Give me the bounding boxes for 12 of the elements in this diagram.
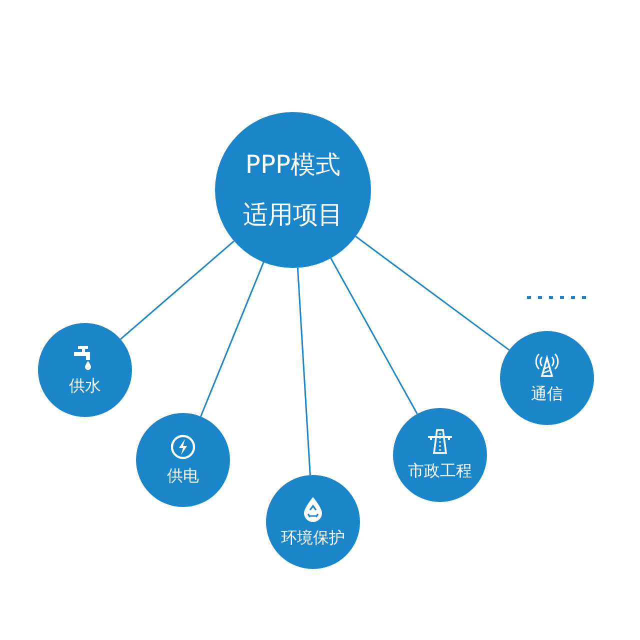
connector-line — [296, 268, 311, 476]
node-label: 供电 — [167, 466, 199, 486]
connector-line — [200, 262, 264, 417]
node-label: 通信 — [531, 384, 563, 404]
node-label: 适用项目 — [243, 200, 343, 230]
connector-line — [330, 258, 418, 414]
connector-line — [120, 240, 235, 340]
node-label: 环境保护 — [281, 528, 345, 548]
connector-line — [355, 236, 510, 351]
node-label: PPP模式 — [245, 150, 341, 180]
node-label: 市政工程 — [408, 461, 472, 481]
node-label: 供水 — [69, 376, 101, 396]
